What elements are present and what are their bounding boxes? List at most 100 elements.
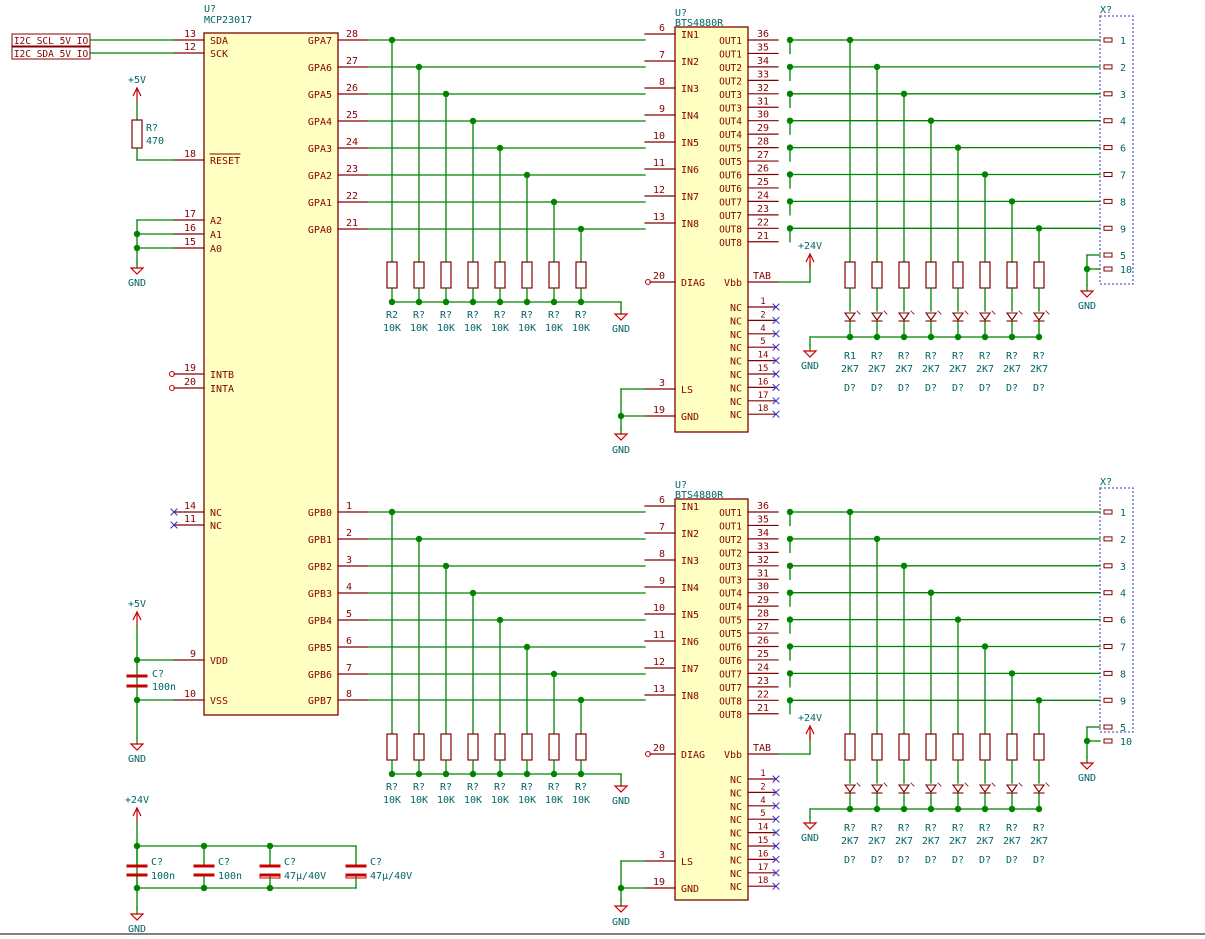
bts-pin-name: IN4	[681, 111, 699, 122]
bts-pin-name: OUT4	[719, 589, 742, 600]
nc-mark	[772, 869, 780, 877]
nc-mark	[772, 802, 780, 810]
led-ray	[910, 310, 915, 315]
diode-ref: D?	[871, 855, 883, 866]
led-res-value: 2K7	[1003, 836, 1021, 847]
led-resistor-body	[1006, 733, 1018, 761]
led-resistor-body	[979, 733, 991, 761]
power-label: +24V	[798, 241, 822, 252]
bts-pin-name: NC	[730, 316, 742, 327]
connector-pin-number: 8	[1120, 669, 1126, 680]
led-ray	[856, 310, 861, 315]
nc-mark	[772, 316, 780, 325]
junction-dot	[133, 230, 141, 238]
mcp-pin-name: GPA0	[308, 225, 332, 236]
bts-pin-name: IN1	[681, 30, 699, 41]
mcp-pin-name: VSS	[210, 696, 228, 707]
led-ray	[937, 782, 942, 787]
mcp-pin-name: GPA3	[308, 144, 332, 155]
resistor-ref: R?	[467, 310, 479, 321]
bts-pin-number: 4	[760, 324, 765, 334]
bts-pin-number: 11	[653, 630, 665, 641]
junction-dot	[577, 696, 585, 704]
mcp-pin-name: A0	[210, 244, 222, 255]
connector-pin	[1103, 563, 1113, 569]
pulldown-resistor-body	[548, 733, 560, 761]
connector-pin	[1103, 225, 1113, 231]
connector-body	[1099, 15, 1134, 285]
bts-pin-name: OUT3	[719, 90, 742, 101]
diode-ref: D?	[844, 855, 856, 866]
mcp-pin-name: GPB0	[308, 508, 332, 519]
bts-pin-number: TAB	[753, 271, 771, 282]
connector-pin-number: 6	[1120, 616, 1126, 627]
junction-dot	[1083, 737, 1091, 745]
nc-mark	[772, 370, 780, 378]
mcp-pin-name: GPA6	[308, 63, 332, 74]
junction-dot	[469, 117, 477, 125]
led-ray	[1018, 782, 1023, 787]
mcp-pin-name: GPA5	[308, 90, 332, 101]
led-res-value: 2K7	[922, 836, 940, 847]
led-res-ref: R?	[898, 823, 910, 834]
mcp-pin-name: GPA7	[308, 36, 332, 47]
diode-ref: D?	[898, 855, 910, 866]
bts-pin-name: OUT4	[719, 130, 742, 141]
connector-pin-number: 3	[1120, 562, 1126, 573]
resistor-ref: R?	[548, 782, 560, 793]
resistor-value: 10K	[464, 795, 482, 806]
open-pin-icon	[169, 371, 175, 377]
connector-pin	[1103, 644, 1113, 649]
bts-pin-name: NC	[730, 410, 742, 421]
bts-pin-number: 21	[757, 703, 769, 714]
junction-dot	[200, 842, 208, 850]
resistor-ref: R?	[146, 123, 158, 134]
connector-pin-number: 6	[1120, 144, 1126, 155]
bts-pin-name: OUT3	[719, 103, 742, 114]
mcp-pin-number: 10	[184, 689, 196, 700]
pulldown-resistor-body	[440, 261, 452, 289]
cap-ref: C?	[151, 857, 163, 868]
connector-pin	[1103, 590, 1113, 596]
bts-pin-name: NC	[730, 330, 742, 341]
bts-pin-name: OUT8	[719, 224, 742, 235]
nc-mark	[772, 855, 780, 864]
junction-dot	[469, 589, 477, 597]
connector-pin-number: 9	[1120, 696, 1126, 707]
pulldown-resistor-body	[467, 733, 479, 761]
bts-pin-name: IN5	[681, 138, 699, 149]
led-ray	[1045, 310, 1050, 315]
bts-pin-number: 2	[760, 782, 765, 792]
junction-dot	[617, 884, 625, 892]
junction-dot	[550, 198, 558, 206]
bts-pin-number: 10	[653, 603, 665, 614]
resistor-value: 10K	[518, 795, 536, 806]
led-resistor-body	[871, 733, 883, 761]
led-res-ref: R?	[952, 351, 964, 362]
junction-dot	[133, 656, 141, 664]
bts-pin-number: 26	[757, 164, 769, 175]
connector-pin-number: 1	[1120, 508, 1126, 519]
led-resistor-body	[898, 261, 910, 289]
bts-pin-name: IN3	[681, 556, 699, 567]
ground-icon	[613, 785, 629, 793]
resistor-value: 470	[146, 136, 164, 147]
led-ray	[910, 782, 915, 787]
ground-icon	[1079, 290, 1095, 298]
led-resistor-body	[898, 733, 910, 761]
led-res-ref: R?	[871, 351, 883, 362]
pulldown-resistor-body	[521, 733, 533, 761]
connector-ref: X?	[1100, 477, 1112, 488]
bts-pin-number: 4	[760, 796, 765, 806]
bts-pin-name: NC	[730, 303, 742, 314]
mcp-pin-number: 26	[346, 83, 358, 94]
mcp-pin-number: 28	[346, 29, 358, 40]
nc-mark	[772, 397, 780, 405]
bts-pin-name: IN3	[681, 84, 699, 95]
connector-pin-number: 10	[1120, 737, 1132, 748]
led-icon	[843, 312, 857, 321]
resistor-value: 10K	[518, 323, 536, 334]
led-resistor-body	[1033, 733, 1045, 761]
resistor-value: 10K	[491, 795, 509, 806]
resistor-value: 10K	[410, 795, 428, 806]
